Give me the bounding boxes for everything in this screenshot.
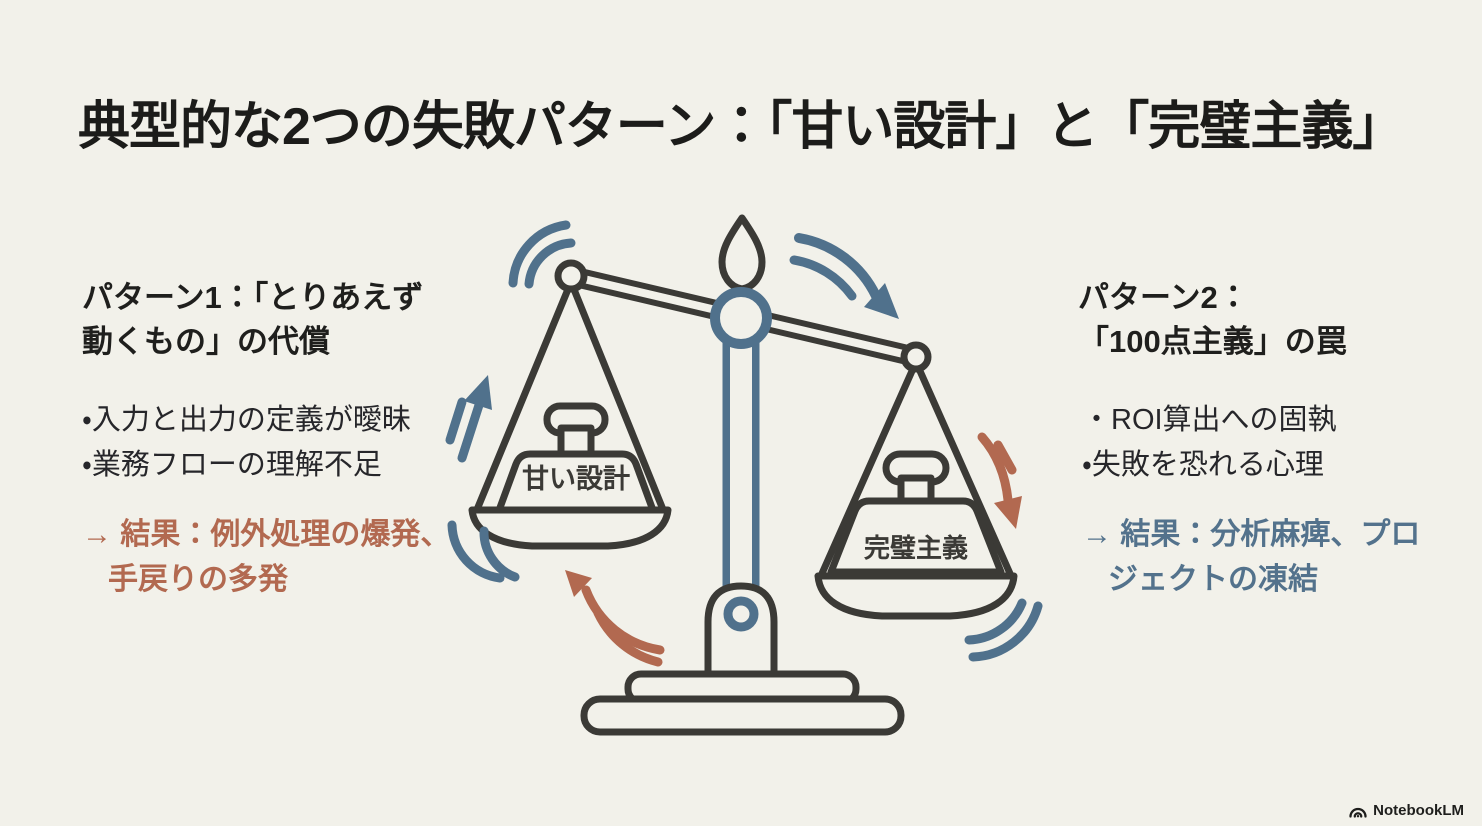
pan-strings [472, 278, 1016, 582]
list-item: ・入力と出力の定義が曖昧 [82, 404, 411, 436]
rotate-down-arrow-icon [789, 233, 899, 319]
scale-base [580, 582, 905, 736]
balance-scale-illustration: 甘い設計 完璧主義 [445, 214, 1043, 736]
drop-down-arrow-icon [977, 432, 1022, 529]
left-pan [468, 506, 672, 550]
pattern2-result-line2: ジェクトの凍結 [1108, 563, 1318, 596]
right-pan [814, 572, 1018, 620]
brand-footer: NotebookLM [1348, 802, 1464, 819]
pattern2-bullets: ・ROI算出への固執 ・失敗を恐れる心理 [1082, 398, 1337, 488]
notebooklm-logo-icon [1349, 807, 1367, 818]
center-hub [710, 287, 772, 349]
page-title: 典型的な2つの失敗パターン：「甘い設計」と「完璧主義」 [78, 98, 1404, 156]
list-item: ・ROI算出への固執 [1082, 404, 1337, 436]
vibration-arcs-bottom-left [447, 520, 520, 583]
list-item: ・失敗を恐れる心理 [1082, 449, 1324, 481]
pattern2-result: → 結果：分析麻痺、プロ ジェクトの凍結 [1082, 512, 1420, 602]
list-item: ・業務フローの理解不足 [82, 449, 382, 481]
right-weight [827, 450, 1005, 576]
right-pivot [900, 341, 932, 373]
up-arrow-icon [445, 375, 492, 463]
pattern2-heading-line2: 「100点主義」の罠 [1078, 324, 1347, 359]
pattern1-heading-line2: 動くもの」の代償 [82, 324, 330, 359]
pattern1-heading-line1: パターン1：「とりあえず [82, 280, 424, 315]
left-weight-label: 甘い設計 [522, 464, 630, 494]
brand-name: NotebookLM [1373, 802, 1464, 819]
pattern2-heading: パターン2： 「100点主義」の罠 [1078, 276, 1347, 364]
pattern2-result-line1: → 結果：分析麻痺、プロ [1082, 518, 1421, 551]
vibration-arcs-bottom-right [964, 598, 1043, 662]
pattern1-result-line1: → 結果：例外処理の爆発、 [82, 518, 451, 551]
pattern2-heading-line1: パターン2： [1078, 280, 1249, 315]
right-weight-label: 完璧主義 [863, 533, 968, 563]
rebound-up-arrow-icon [565, 570, 665, 667]
pattern1-result: → 結果：例外処理の爆発、 手戻りの多発 [82, 512, 450, 602]
pattern1-result-line2: 手戻りの多発 [108, 563, 288, 596]
scale-finial [718, 214, 766, 293]
pattern1-bullets: ・入力と出力の定義が曖昧 ・業務フローの理解不足 [82, 398, 411, 488]
pattern1-heading: パターン1：「とりあえず 動くもの」の代償 [82, 276, 423, 364]
left-pivot [554, 259, 588, 293]
vibration-arcs-top-left [508, 220, 576, 289]
